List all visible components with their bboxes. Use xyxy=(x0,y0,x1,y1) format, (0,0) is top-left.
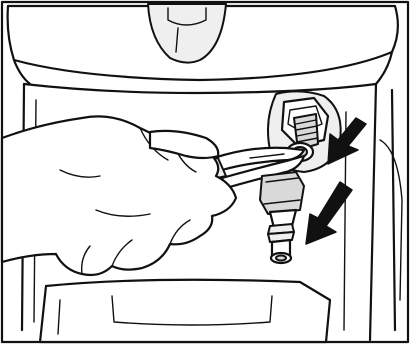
hand xyxy=(2,116,236,275)
hose-connector xyxy=(260,172,304,263)
